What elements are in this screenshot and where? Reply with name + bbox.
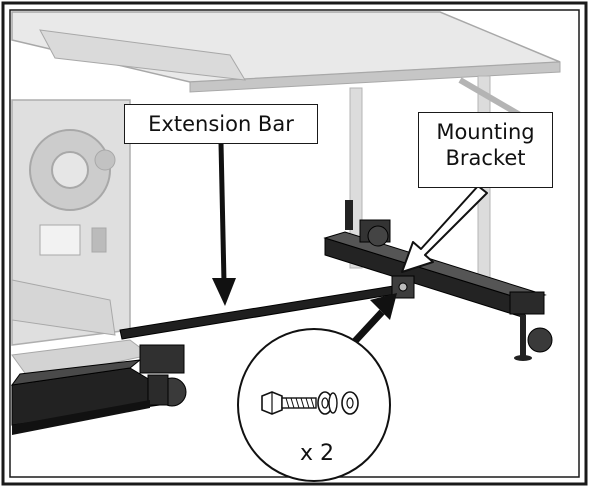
mobile-base-left — [10, 344, 187, 435]
washer-icon — [317, 391, 338, 415]
arrow-mounting-bracket — [401, 185, 488, 273]
mounting-bracket-label-line1: Mounting — [436, 120, 535, 144]
bolt-icon — [261, 391, 317, 415]
hardware-quantity-label: x 2 — [299, 441, 334, 466]
extension-bar — [119, 284, 403, 340]
nut-icon — [341, 391, 359, 415]
mobile-base-right — [323, 200, 553, 361]
mounting-bracket-label-line2: Bracket — [445, 146, 526, 170]
arrow-extension-bar — [212, 142, 236, 306]
extension-bar-label: Extension Bar — [124, 104, 318, 144]
hardware-detail — [237, 328, 391, 482]
mounting-bracket-label: Mounting Bracket — [418, 112, 553, 188]
table-saw — [11, 11, 561, 381]
